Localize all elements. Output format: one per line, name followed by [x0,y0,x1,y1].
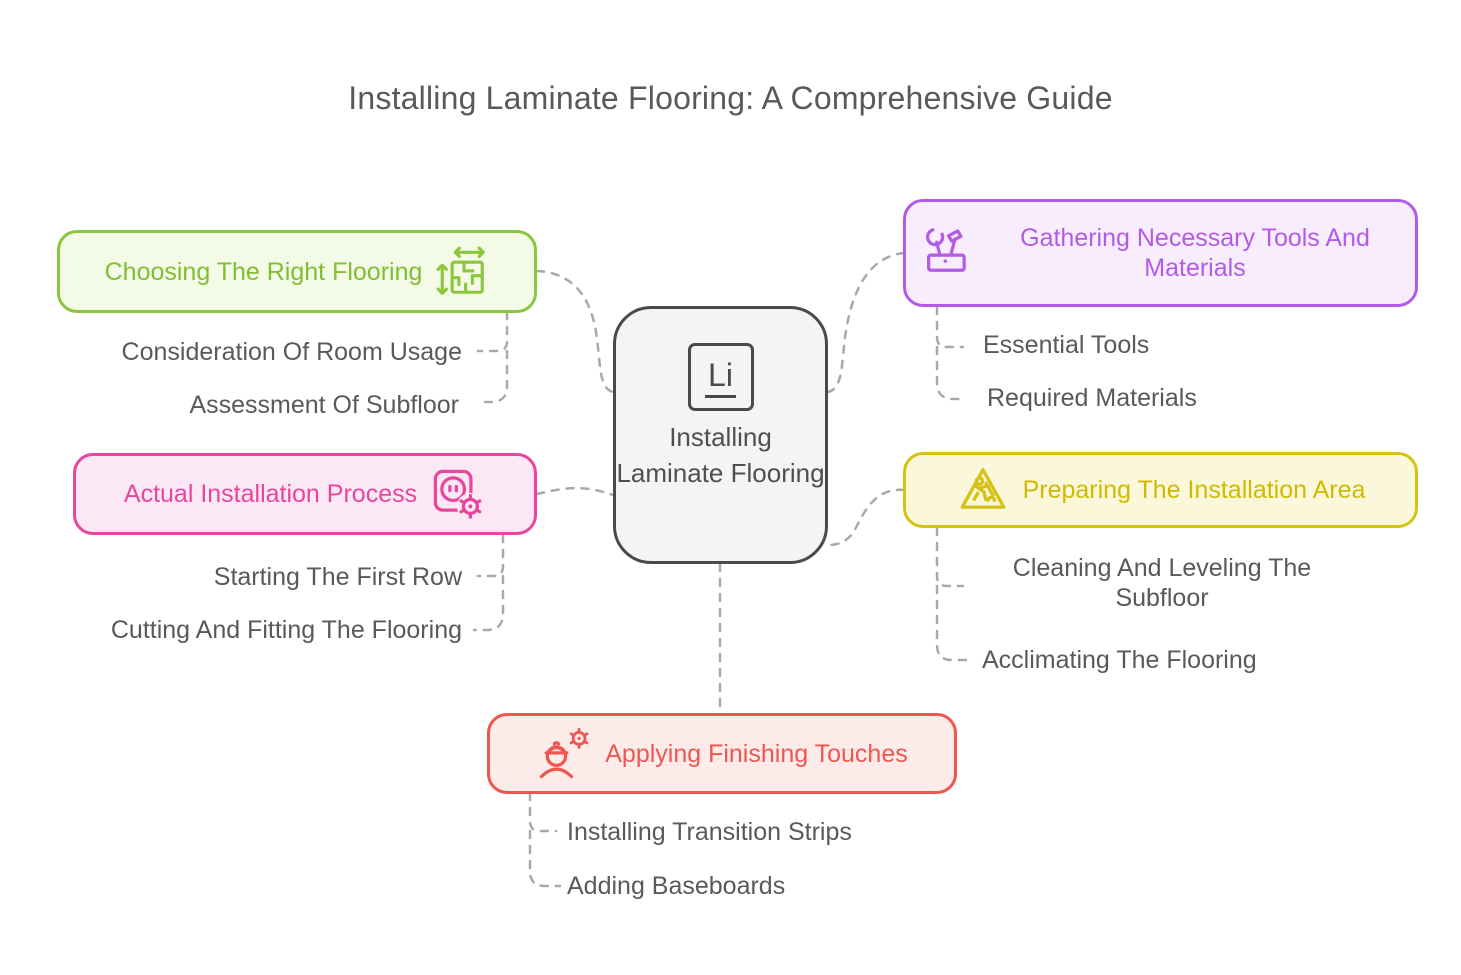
branch-label: Actual Installation Process [123,480,418,508]
subtopic-cleaning-and-leveling[interactable]: Cleaning And Leveling The Subfloor [1012,554,1312,612]
branch-node-choosing-flooring[interactable]: Choosing The Right Flooring [57,230,537,313]
branch-label: Preparing The Installation Area [1022,476,1366,504]
floor-plan-measure-icon [436,246,486,295]
subtopic-assessment-of-subfloor[interactable]: Assessment Of Subfloor [189,391,459,419]
subtopic-installing-transition-strips[interactable]: Installing Transition Strips [567,818,852,846]
branch-node-gathering-tools[interactable]: Gathering Necessary Tools And Materials [903,199,1418,307]
socket-gear-icon [433,469,484,520]
subtopic-acclimating-flooring[interactable]: Acclimating The Flooring [982,646,1257,674]
page-title: Installing Laminate Flooring: A Comprehe… [348,80,1113,116]
subtopic-required-materials[interactable]: Required Materials [987,384,1197,412]
branch-label: Applying Finishing Touches [605,739,908,768]
worker-gear-icon [540,726,592,778]
li-symbol: Li [705,357,736,398]
branch-node-finishing-touches[interactable]: Applying Finishing Touches [487,713,957,794]
subtopic-starting-first-row[interactable]: Starting The First Row [213,563,462,591]
subtopic-adding-baseboards[interactable]: Adding Baseboards [567,872,786,900]
subtopic-consideration-of-room-usage[interactable]: Consideration Of Room Usage [121,338,462,366]
toolbox-icon [925,228,966,272]
construction-sign-icon [960,468,1006,509]
branch-node-preparing-area[interactable]: Preparing The Installation Area [903,452,1418,528]
branch-label: Choosing The Right Flooring [104,257,423,286]
branch-label: Gathering Necessary Tools And Materials [1020,224,1370,282]
laminate-element-icon: Li [687,343,754,411]
central-node[interactable]: Li Installing Laminate Flooring [613,306,828,564]
subtopic-essential-tools[interactable]: Essential Tools [983,331,1150,359]
subtopic-cutting-and-fitting[interactable]: Cutting And Fitting The Flooring [110,616,462,644]
central-label: Installing Laminate Flooring [616,422,825,488]
branch-node-installation-process[interactable]: Actual Installation Process [73,453,537,535]
